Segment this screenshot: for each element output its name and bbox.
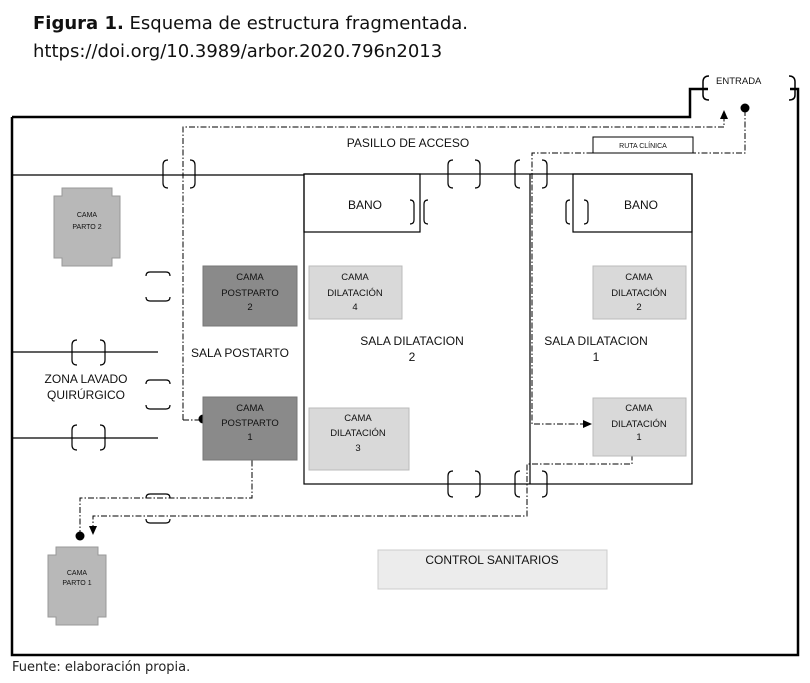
ruta-clinica-box xyxy=(592,136,694,154)
cama-dilatacion-1 xyxy=(592,397,687,457)
cama-parto-2-l2: PARTO 2 xyxy=(72,224,101,231)
cama-parto-1-l1: CAMA xyxy=(67,570,88,577)
cama-dilatacion-3 xyxy=(308,407,410,471)
figure-caption: Figura 1. Esquema de estructura fragment… xyxy=(33,10,468,66)
cama-postparto-1-l3: 1 xyxy=(247,432,252,443)
cama-postparto-1-l2: POSTPARTO xyxy=(221,418,279,429)
cama-postparto-2-l2: POSTPARTO xyxy=(221,288,279,299)
cama-postparto-1 xyxy=(202,396,298,461)
cama-dilatacion-1-l3: 1 xyxy=(636,432,641,443)
caption-label: Figura 1. xyxy=(33,13,124,34)
cama-dilatacion-3-l1: CAMA xyxy=(344,413,372,424)
caption-title: Esquema de estructura fragmentada. xyxy=(123,13,469,34)
dilation-block xyxy=(303,173,693,485)
cama-parto-2-l1: CAMA xyxy=(77,212,98,219)
sala-postarto-label: SALA POSTARTO xyxy=(191,346,289,360)
bano-right-room xyxy=(572,173,693,233)
cama-dilatacion-3-l2: DILATACIÓN xyxy=(330,428,386,439)
bano-left-label: BANO xyxy=(348,198,382,212)
bano-left-room xyxy=(303,173,421,233)
route-dots xyxy=(75,103,750,541)
caption-doi: https://doi.org/10.3989/arbor.2020.796n2… xyxy=(33,41,443,62)
entrada-label: ENTRADA xyxy=(716,76,762,87)
cama-dilatacion-2-l2: DILATACIÓN xyxy=(611,288,667,299)
cama-dilatacion-1-l1: CAMA xyxy=(625,403,653,414)
cama-postparto-2-l3: 2 xyxy=(247,302,252,313)
cama-dilatacion-4-l1: CAMA xyxy=(341,272,369,283)
quirurgico-label: QUIRÚRGICO xyxy=(47,387,125,402)
cama-parto-1 xyxy=(47,546,107,626)
sala-dilatacion-2-num: 2 xyxy=(409,350,416,364)
cama-dilatacion-2-l1: CAMA xyxy=(625,272,653,283)
ruta-clinica-label: RUTA CLÍNICA xyxy=(619,141,667,150)
clinical-routes xyxy=(79,110,746,536)
entrada-door xyxy=(702,75,796,101)
cama-dilatacion-4-l3: 4 xyxy=(352,302,357,313)
sala-dilatacion-2-label: SALA DILATACION xyxy=(360,334,464,348)
control-sanitarios-label: CONTROL SANITARIOS xyxy=(425,553,558,567)
cama-dilatacion-3-l3: 3 xyxy=(355,443,360,454)
cama-dilatacion-2-l3: 2 xyxy=(636,302,641,313)
cama-postparto-2 xyxy=(202,265,298,327)
vertical-doors xyxy=(71,159,548,498)
sala-dilatacion-1-num: 1 xyxy=(593,350,600,364)
cama-parto-2 xyxy=(53,187,121,267)
control-sanitarios-box xyxy=(377,549,608,590)
cama-parto-1-l2: PARTO 1 xyxy=(62,580,91,587)
sala-dilatacion-1-label: SALA DILATACION xyxy=(544,334,648,348)
cama-dilatacion-4 xyxy=(308,265,403,320)
cama-postparto-2-l1: CAMA xyxy=(236,272,264,283)
cama-postparto-1-l1: CAMA xyxy=(236,403,264,414)
bano-right-label: BANO xyxy=(624,198,658,212)
cama-dilatacion-1-l2: DILATACIÓN xyxy=(611,419,667,430)
cama-dilatacion-2 xyxy=(592,265,687,320)
pasillo-label: PASILLO DE ACCESO xyxy=(347,136,470,150)
horizontal-doors xyxy=(145,199,589,524)
cama-dilatacion-4-l2: DILATACIÓN xyxy=(327,288,383,299)
zona-lavado-label: ZONA LAVADO xyxy=(45,372,128,386)
source-footer: Fuente: elaboración propia. xyxy=(12,660,191,675)
